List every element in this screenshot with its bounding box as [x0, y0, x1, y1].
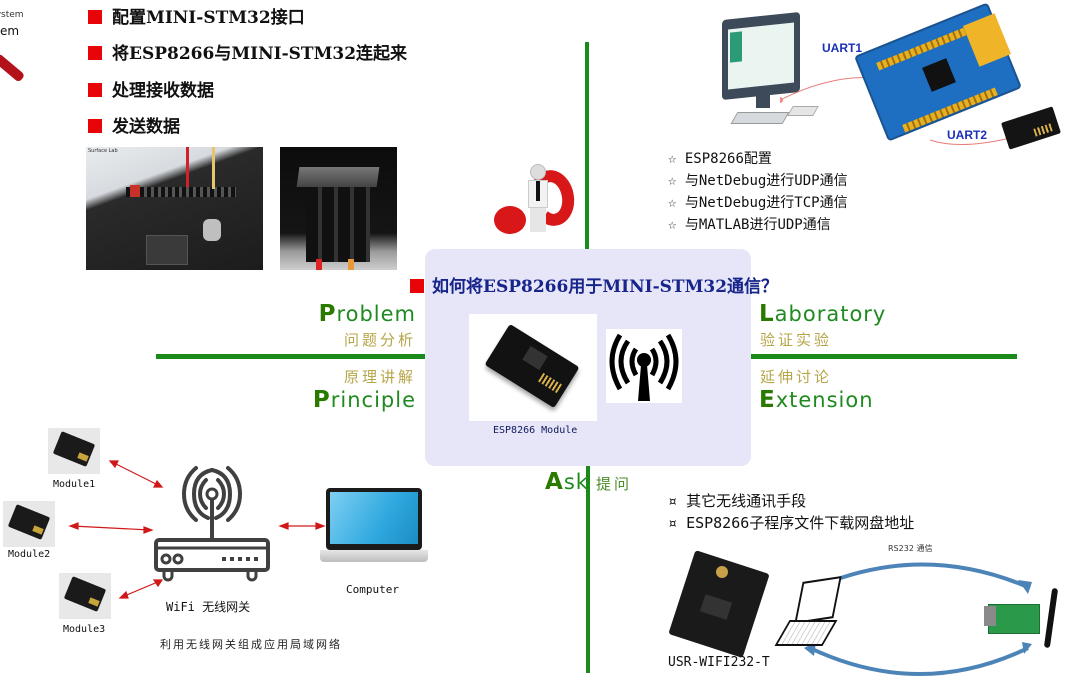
esp8266-module-image: [469, 314, 597, 421]
quadrant-ask-title: Ask: [545, 469, 589, 495]
corner-logo: System em: [0, 0, 30, 83]
red-square-bullet-icon: [88, 119, 102, 133]
monitor-stand: [756, 94, 770, 108]
question-mark-dot: [494, 206, 526, 234]
stm32-board-photo: Surface Lab: [86, 147, 263, 270]
quadrant-problem-subtitle: 问题分析: [343, 331, 416, 349]
problem-topic-list: 配置MINI-STM32接口 将ESP8266与MINI-STM32连起来 处理…: [88, 3, 407, 148]
quadrant-principle-title: Principle: [312, 387, 416, 413]
stm32-board-image: [854, 2, 1022, 142]
module3-image: [59, 573, 111, 619]
broadcast-tower-icon: [609, 333, 679, 401]
corner-logo-text-2: em: [0, 24, 20, 38]
problem-topic: 将ESP8266与MINI-STM32连起来: [88, 39, 407, 76]
question-man-icon: [490, 160, 580, 240]
center-question: 如何将ESP8266用于MINI-STM32通信？: [410, 272, 778, 297]
router-icon: [154, 466, 270, 582]
quadrant-laboratory-title: Laboratory: [759, 301, 887, 327]
man-tie: [536, 181, 540, 201]
pin-header: [126, 187, 236, 197]
vertical-axis-top: [585, 42, 589, 249]
crystal: [203, 219, 221, 241]
red-square-bullet-icon: [88, 10, 102, 24]
laboratory-item: ☆ ESP8266配置: [668, 151, 772, 167]
star-bullet-icon: ☆: [668, 195, 677, 211]
red-jumper: [130, 185, 140, 197]
pc-monitor-icon: [720, 11, 830, 128]
db9-connector: [984, 606, 996, 626]
laptop-sketch-icon: [772, 575, 852, 656]
extension-item: ¤ 其它无线通讯手段: [668, 492, 807, 510]
currency-bullet-icon: ¤: [668, 514, 678, 532]
module-connector: [716, 566, 728, 578]
star-bullet-icon: ☆: [668, 217, 677, 233]
problem-topic: 发送数据: [88, 112, 407, 148]
man-head: [530, 164, 546, 180]
horizontal-axis-right: [751, 354, 1017, 359]
laboratory-item: ☆ 与NetDebug进行UDP通信: [668, 173, 848, 189]
network-arrows: [68, 460, 326, 599]
wifi-router-icon: [152, 464, 272, 586]
quadrant-laboratory-subtitle: 验证实验: [760, 331, 833, 349]
screen-accent: [730, 31, 742, 63]
laboratory-item: ☆ 与MATLAB进行UDP通信: [668, 217, 831, 233]
wire-orange: [348, 259, 354, 270]
laptop-screen: [794, 575, 842, 625]
red-pen-icon: [0, 53, 26, 83]
quadrant-extension-subtitle: 延伸讨论: [760, 368, 833, 386]
red-square-bullet-icon: [88, 46, 102, 60]
wire-red: [316, 259, 322, 270]
principle-caption: 利用无线网关组成应用局域网络: [160, 638, 342, 651]
quadrant-extension-title: Extension: [759, 387, 874, 413]
esp-module-on-header-photo: [280, 147, 397, 270]
red-square-bullet-icon: [88, 83, 102, 97]
esp01-module-image: [1000, 106, 1062, 150]
laptop-base: [320, 550, 428, 562]
wireless-antenna-icon: [606, 329, 682, 403]
computer-label: Computer: [346, 583, 399, 596]
star-bullet-icon: ☆: [668, 173, 677, 189]
laptop-screen: [330, 492, 418, 544]
quadrant-problem-title: Problem: [318, 301, 416, 327]
wire-yellow: [212, 147, 215, 189]
problem-topic: 处理接收数据: [88, 76, 407, 112]
rs232-wifi-board-image: [984, 587, 1064, 649]
usr-wifi232-module-image: [668, 546, 770, 658]
laboratory-item-list: ☆ ESP8266配置 ☆ 与NetDebug进行UDP通信 ☆ 与NetDeb…: [668, 148, 848, 236]
rs232-label: RS232 通信: [888, 544, 933, 553]
extension-item-list: ¤ 其它无线通讯手段 ¤ ESP8266子程序文件下载网盘地址: [668, 490, 914, 534]
red-square-bullet-icon: [410, 279, 424, 293]
quadrant-principle-subtitle: 原理讲解: [343, 368, 416, 386]
corner-logo-text-1: System: [0, 10, 24, 20]
man-legs: [530, 208, 546, 232]
module2-label: Module2: [8, 549, 51, 560]
star-bullet-icon: ☆: [668, 151, 677, 167]
photo-caption: Surface Lab: [88, 148, 118, 154]
header-pins: [306, 187, 370, 262]
quadrant-ask-subtitle: 提问: [596, 475, 633, 493]
uart1-label: UART1: [822, 41, 863, 55]
vertical-axis-bottom: [586, 466, 590, 673]
computer-laptop-icon: [320, 486, 430, 566]
currency-bullet-icon: ¤: [668, 492, 678, 510]
esp8266-module-caption: ESP8266 Module: [493, 425, 578, 436]
uart2-label: UART2: [947, 128, 988, 142]
module3-label: Module3: [63, 624, 106, 635]
module-board: [296, 167, 380, 187]
horizontal-axis-left: [156, 354, 425, 359]
usr-wifi232-label: USR-WIFI232-T: [668, 655, 770, 670]
extension-item: ¤ ESP8266子程序文件下载网盘地址: [668, 514, 915, 532]
problem-topic: 配置MINI-STM32接口: [88, 3, 407, 39]
module2-image: [3, 501, 55, 547]
wifi-antenna: [1043, 587, 1059, 649]
module1-label: Module1: [53, 479, 96, 490]
module1-image: [48, 428, 100, 474]
laboratory-item: ☆ 与NetDebug进行TCP通信: [668, 195, 848, 211]
gateway-label: WiFi 无线网关: [166, 600, 251, 614]
wire-red: [186, 147, 189, 187]
mcu-chip: [146, 235, 188, 265]
laptop-keyboard: [774, 620, 838, 646]
